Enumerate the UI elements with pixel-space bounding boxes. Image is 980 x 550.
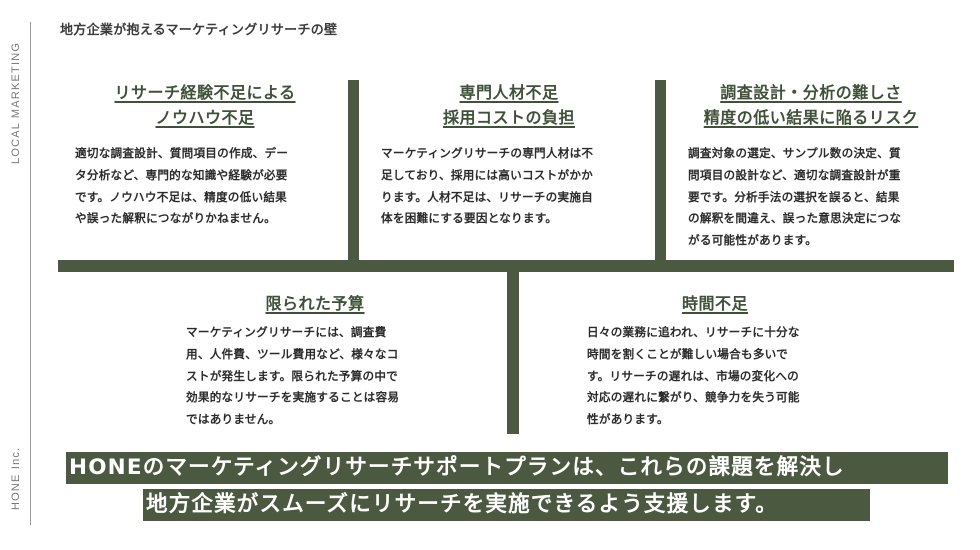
body-line: 体を困難にする要因となります。	[381, 211, 558, 226]
body-line: タ分析など、専門的な知識や経験が必要	[75, 167, 288, 182]
body-line: ストが発生します。限られた予算の中で	[186, 368, 399, 383]
body-line: 日々の業務に追われ、リサーチに十分な	[587, 325, 800, 339]
banner-line-1: HONEのマーケティングリサーチサポートプランは、これらの課題を解決し	[66, 452, 948, 484]
body-line: 足しており、採用には高いコストがかか	[381, 167, 594, 182]
body-line: 調査対象の選定、サンプル数の決定、質	[688, 146, 901, 160]
card-title-line: 精度の低い結果に陥るリスク	[703, 108, 919, 127]
card-title: リサーチ経験不足による ノウハウ不足	[70, 80, 340, 130]
body-line: す。リサーチの遅れは、市場の変化への	[587, 368, 800, 383]
card-body: 適切な調査設計、質問項目の作成、デー タ分析など、専門的な知識や経験が必要 です…	[70, 143, 340, 230]
body-line: 性があります。	[587, 412, 669, 427]
body-line: の解釈を間違え、誤った意思決定につな	[688, 211, 902, 226]
page-title: 地方企業が抱えるマーケティングリサーチの壁	[60, 23, 338, 38]
card-design-analysis-difficulty: 調査設計・分析の難しさ 精度の低い結果に陥るリスク 調査対象の選定、サンプル数の…	[676, 80, 946, 252]
vertical-divider-bar-3	[507, 268, 519, 434]
body-line: 適切な調査設計、質問項目の作成、デー	[75, 146, 289, 160]
body-line: 問項目の設計など、適切な調査設計が重	[688, 167, 901, 182]
body-line: マーケティングリサーチの専門人材は不	[381, 146, 594, 160]
card-title-line: 時間不足	[681, 294, 748, 313]
body-line: 対応の遅れに繋がり、競争力を失う可能	[587, 390, 800, 405]
card-talent-shortage: 専門人材不足 採用コストの負担 マーケティングリサーチの専門人材は不 足しており…	[370, 80, 648, 230]
banner-line-2: 地方企業がスムーズにリサーチを実施できるよう支援します。	[143, 489, 870, 521]
body-line: がる可能性があります。	[688, 233, 818, 248]
card-title-line: 専門人材不足	[459, 83, 559, 102]
body-line: 効果的なリサーチを実施することは容易	[186, 390, 400, 405]
body-line: や誤った解釈につながりかねません。	[75, 211, 276, 226]
rail-label-company: HONE Inc.	[10, 446, 22, 510]
vertical-divider-bar-2	[655, 80, 666, 266]
rail-label-local-marketing: LOCAL MARKETING	[10, 41, 22, 164]
body-line: です。ノウハウ不足は、精度の低い結果	[75, 189, 288, 204]
card-lack-of-know-how: リサーチ経験不足による ノウハウ不足 適切な調査設計、質問項目の作成、デー タ分…	[70, 80, 340, 230]
card-title-line: 限られた予算	[265, 294, 365, 313]
vertical-divider-bar-1	[348, 80, 359, 266]
card-title: 時間不足	[580, 291, 850, 316]
card-body: マーケティングリサーチの専門人材は不 足しており、採用には高いコストがかか りま…	[370, 143, 648, 230]
card-title-line: 採用コストの負担	[442, 108, 575, 127]
card-title-line: リサーチ経験不足による	[114, 83, 296, 102]
body-line: 用、人件費、ツール費用など、様々なコ	[186, 346, 399, 361]
card-title-line: ノウハウ不足	[155, 108, 255, 127]
horizontal-divider-bar	[58, 260, 954, 272]
body-line: 時間を割くことが難しい場合も多いで	[587, 346, 788, 361]
card-title: 限られた予算	[180, 291, 450, 316]
card-title: 調査設計・分析の難しさ 精度の低い結果に陥るリスク	[676, 80, 946, 130]
card-lack-of-time: 時間不足 日々の業務に追われ、リサーチに十分な 時間を割くことが難しい場合も多い…	[580, 291, 850, 431]
body-line: 要です。分析手法の選択を誤ると、結果	[688, 189, 900, 204]
card-limited-budget: 限られた予算 マーケティングリサーチには、調査費 用、人件費、ツール費用など、様…	[180, 291, 450, 431]
card-body: 調査対象の選定、サンプル数の決定、質 問項目の設計など、適切な調査設計が重 要で…	[676, 143, 946, 252]
left-rail-divider	[30, 22, 31, 525]
card-title: 専門人材不足 採用コストの負担	[370, 80, 648, 130]
body-line: マーケティングリサーチには、調査費	[186, 325, 387, 339]
body-line: ではありません。	[186, 412, 281, 427]
card-title-line: 調査設計・分析の難しさ	[720, 83, 902, 102]
card-body: 日々の業務に追われ、リサーチに十分な 時間を割くことが難しい場合も多いで す。リ…	[580, 322, 850, 431]
card-body: マーケティングリサーチには、調査費 用、人件費、ツール費用など、様々なコ ストが…	[180, 322, 450, 431]
body-line: ります。人材不足は、リサーチの実施自	[381, 189, 594, 204]
